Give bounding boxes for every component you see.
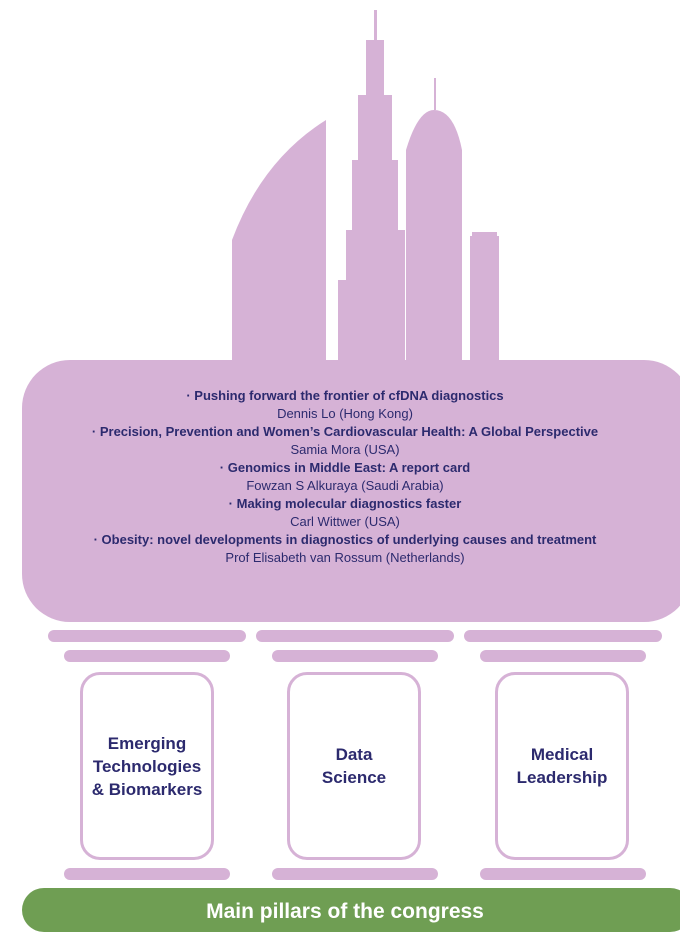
pillar-label: Medical Leadership <box>516 745 608 787</box>
talk-speaker: Fowzan S Alkuraya (Saudi Arabia) <box>246 478 444 493</box>
rounded-tower <box>406 110 462 360</box>
pillar-emerging-technologies: Emerging Technologies & Biomarkers <box>80 672 214 860</box>
pillar-label: Data Science <box>321 745 387 787</box>
capital-beam <box>64 650 230 662</box>
spire-tower <box>338 40 405 360</box>
capital-beam <box>480 650 646 662</box>
pillar-data-science: Data Science <box>287 672 421 860</box>
footer-banner <box>22 888 680 932</box>
dome-building <box>232 120 326 360</box>
base-beam <box>272 868 438 880</box>
talk-title: Obesity: novel developments in diagnosti… <box>22 531 668 549</box>
talks-list: Pushing forward the frontier of cfDNA di… <box>22 387 668 567</box>
talk-item: Pushing forward the frontier of cfDNA di… <box>22 387 668 423</box>
skyline-illustration <box>232 10 499 360</box>
base-beam <box>480 868 646 880</box>
talk-item: Genomics in Middle East: A report card F… <box>22 459 668 495</box>
architrave-beam <box>464 630 662 642</box>
talk-title: Making molecular diagnostics faster <box>22 495 668 513</box>
talk-item: Obesity: novel developments in diagnosti… <box>22 531 668 567</box>
architrave-beam <box>48 630 246 642</box>
small-building <box>470 236 499 360</box>
base-beam <box>64 868 230 880</box>
capital-beam <box>272 650 438 662</box>
talk-title: Genomics in Middle East: A report card <box>22 459 668 477</box>
talk-title: Precision, Prevention and Women’s Cardio… <box>22 423 668 441</box>
talk-speaker: Samia Mora (USA) <box>290 442 400 457</box>
talk-item: Precision, Prevention and Women’s Cardio… <box>22 423 668 459</box>
small-building-cap <box>472 232 497 238</box>
talk-speaker: Dennis Lo (Hong Kong) <box>277 406 413 421</box>
architrave-beam <box>256 630 454 642</box>
pillar-label: Emerging Technologies & Biomarkers <box>91 733 203 799</box>
rounded-tower-needle <box>434 78 436 110</box>
footer-label: Main pillars of the congress <box>206 900 484 923</box>
pillar-medical-leadership: Medical Leadership <box>495 672 629 860</box>
talk-title: Pushing forward the frontier of cfDNA di… <box>22 387 668 405</box>
spire-tower-needle <box>374 10 377 40</box>
talk-item: Making molecular diagnostics faster Carl… <box>22 495 668 531</box>
talk-speaker: Prof Elisabeth van Rossum (Netherlands) <box>225 550 465 565</box>
talk-speaker: Carl Wittwer (USA) <box>290 514 400 529</box>
